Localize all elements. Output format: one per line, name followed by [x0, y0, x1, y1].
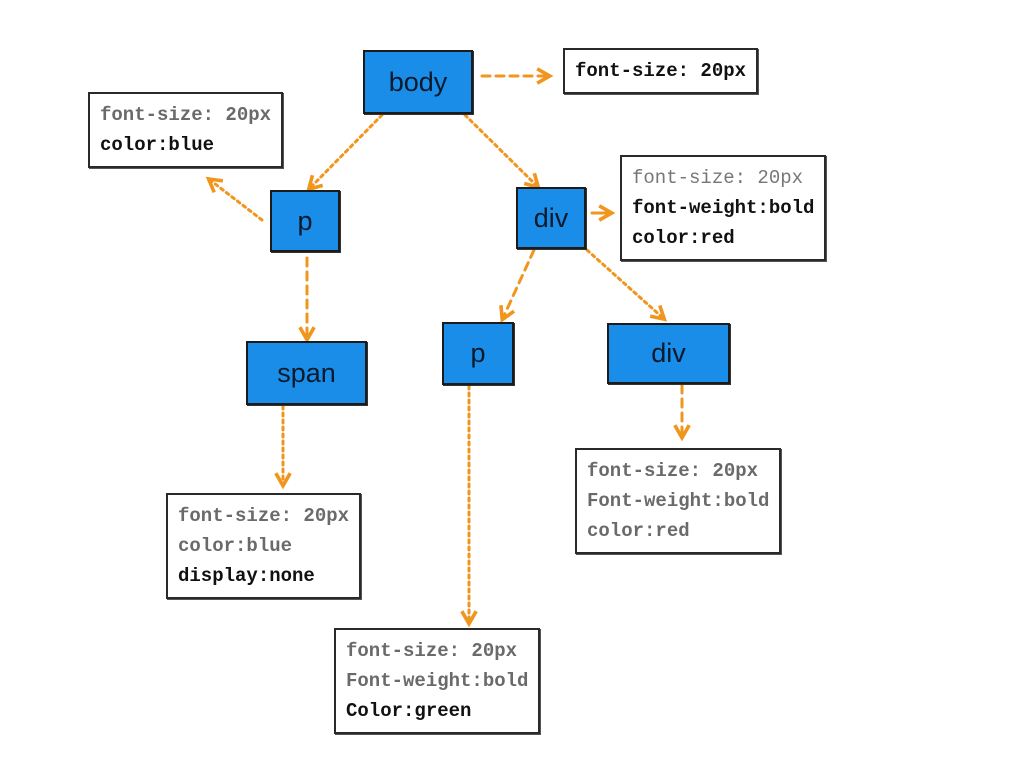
style-line: Color:green — [346, 700, 472, 722]
arrow-body-to-div — [463, 113, 541, 190]
arrow-p-to-style — [205, 176, 264, 222]
style-box-p-mid: font-size: 20px Font-weight:bold Color:g… — [334, 628, 541, 734]
style-line: color:red — [632, 227, 735, 249]
node-span: span — [246, 341, 367, 405]
node-div-right: div — [607, 323, 730, 384]
style-box-body: font-size: 20px — [563, 48, 759, 94]
style-line: Font-weight:bold — [587, 490, 770, 512]
node-p-mid: p — [442, 322, 514, 385]
style-line: font-size: 20px — [178, 505, 350, 527]
style-box-div-right: font-size: 20px Font-weight:bold color:r… — [575, 448, 782, 554]
style-line: font-size: 20px — [632, 167, 804, 189]
arrow-div-to-p — [499, 248, 536, 323]
node-p-left: p — [270, 190, 340, 252]
arrow-div-to-div — [585, 248, 668, 322]
style-box-span: font-size: 20px color:blue display:none — [166, 493, 362, 599]
style-line: display:none — [178, 565, 315, 587]
style-line: font-size: 20px — [575, 60, 747, 82]
style-line: font-weight:bold — [632, 197, 815, 219]
style-line: font-size: 20px — [346, 640, 518, 662]
style-line: Font-weight:bold — [346, 670, 529, 692]
style-line: font-size: 20px — [587, 460, 759, 482]
arrow-body-to-p — [306, 113, 384, 192]
style-box-div-mid: font-size: 20px font-weight:bold color:r… — [620, 155, 827, 261]
node-body: body — [363, 50, 473, 114]
style-line: color:blue — [178, 535, 293, 557]
node-div-mid: div — [516, 187, 586, 249]
style-line: color:red — [587, 520, 690, 542]
style-line: font-size: 20px — [100, 104, 272, 126]
style-box-p-left: font-size: 20px color:blue — [88, 92, 284, 168]
style-line: color:blue — [100, 134, 215, 156]
